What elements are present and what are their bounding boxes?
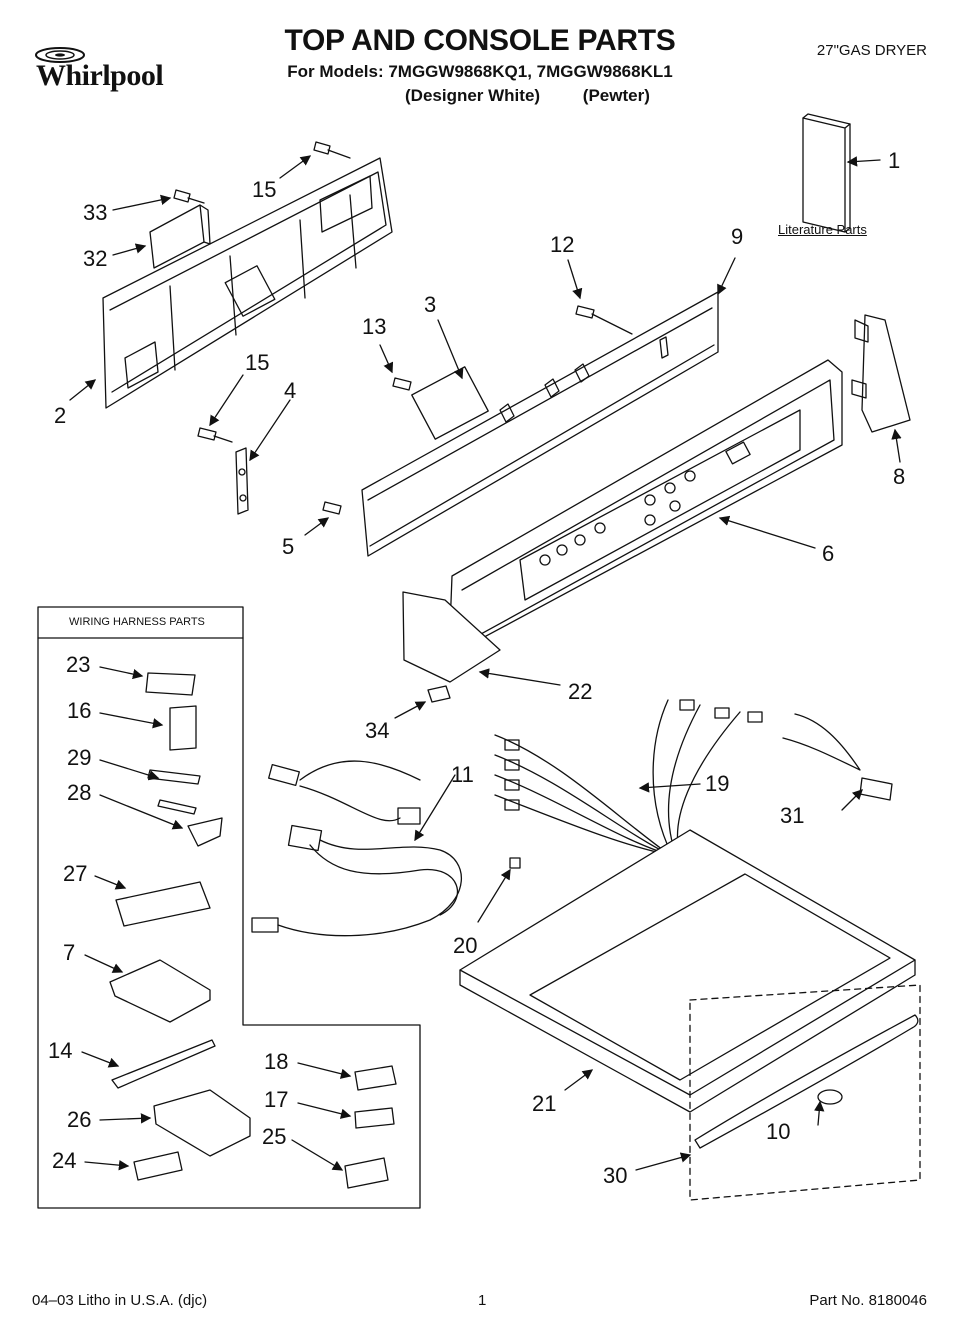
box-small-parts (109, 672, 397, 1189)
callout-13: 13 (362, 314, 387, 339)
dryer-top (459, 829, 916, 1113)
wiring-harness-box-title: WIRING HARNESS PARTS (69, 616, 205, 628)
callout-28: 28 (67, 780, 92, 805)
callout-10: 10 (766, 1119, 791, 1144)
callout-18: 18 (264, 1049, 289, 1074)
callout-15-lower: 15 (245, 350, 270, 375)
footer-part-number: Part No. 8180046 (809, 1292, 927, 1309)
callout-19: 19 (705, 771, 730, 796)
callout-25: 25 (262, 1124, 287, 1149)
callout-23: 23 (66, 652, 91, 677)
callout-6: 6 (822, 541, 835, 566)
wiring-box-outline (37, 606, 421, 1209)
model-line: For Models: 7MGGW9868KQ1, 7MGGW9868KL1 (287, 62, 673, 81)
literature-booklet (802, 113, 851, 233)
callout-17: 17 (264, 1087, 289, 1112)
callout-30: 30 (603, 1163, 628, 1188)
footer-print-info: 04–03 Litho in U.S.A. (djc) (32, 1292, 208, 1309)
wiring-harness-main (251, 760, 463, 937)
console-front-panel (449, 359, 843, 651)
callout-11: 11 (451, 762, 474, 787)
callout-12: 12 (550, 232, 575, 257)
callout-5: 5 (282, 534, 295, 559)
callout-9: 9 (731, 224, 744, 249)
callout-14: 14 (48, 1038, 73, 1063)
literature-parts-label: Literature Parts (778, 222, 867, 237)
page-title: TOP AND CONSOLE PARTS (284, 24, 676, 57)
callout-20: 20 (453, 933, 478, 958)
callout-29: 29 (67, 745, 92, 770)
wiring-harness-small (782, 713, 893, 801)
callout-16: 16 (67, 698, 92, 723)
callout-7: 7 (63, 940, 76, 965)
variant-designer-white: (Designer White) (405, 86, 541, 105)
callout-2: 2 (54, 403, 67, 428)
callout-24: 24 (52, 1148, 77, 1173)
callout-27: 27 (63, 861, 88, 886)
panel-screws (149, 141, 351, 269)
callout-22: 22 (568, 679, 593, 704)
callout-8: 8 (893, 464, 906, 489)
front-trim (689, 984, 921, 1201)
callout-arrows (69, 155, 902, 1171)
footer-page-number: 1 (478, 1292, 487, 1309)
callout-15-upper: 15 (252, 177, 277, 202)
whirlpool-swirl-icon (35, 47, 85, 63)
product-type: 27"GAS DRYER (816, 42, 927, 59)
console-end-cap (851, 314, 911, 433)
callout-34: 34 (365, 718, 390, 743)
callout-31: 31 (780, 803, 805, 828)
callout-26: 26 (67, 1107, 92, 1132)
console-end-cap-left (402, 591, 501, 703)
whirlpool-logo: Whirlpool (30, 45, 200, 95)
callout-32: 32 (83, 246, 108, 271)
console-back-panel (322, 291, 719, 557)
callout-33: 33 (83, 200, 108, 225)
callout-1: 1 (888, 148, 901, 173)
ground-clip (197, 427, 249, 515)
callout-21: 21 (532, 1091, 557, 1116)
callout-3: 3 (424, 292, 437, 317)
callout-4: 4 (284, 378, 297, 403)
rear-control-panel (102, 157, 393, 409)
model-variants: (Designer White) (Pewter) (405, 86, 650, 106)
brand-name: Whirlpool (36, 59, 164, 92)
variant-pewter: (Pewter) (582, 86, 650, 105)
